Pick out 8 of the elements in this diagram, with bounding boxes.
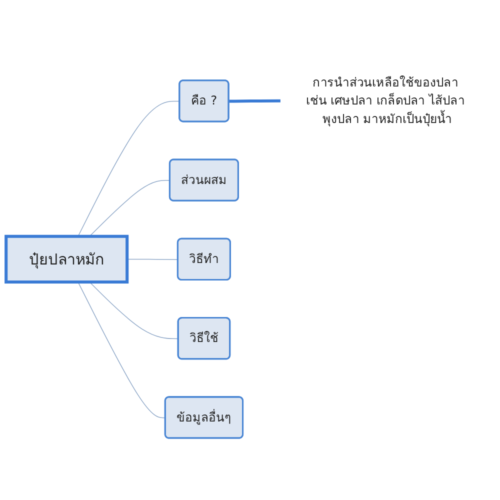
connector <box>78 100 180 237</box>
connector <box>89 282 179 340</box>
connector <box>228 99 281 103</box>
node-box: ปุ๋ยปลาหมัก <box>4 234 129 284</box>
connector <box>126 258 178 260</box>
connector <box>89 180 170 237</box>
connector <box>78 282 166 418</box>
node-text: การนำส่วนเหลือใช้ของปลา เช่น เศษปลา เกล็ดปลา ไส้ปลา พุงปลา มาหมักเป็นปุ๋ยน้ำ <box>306 74 465 126</box>
